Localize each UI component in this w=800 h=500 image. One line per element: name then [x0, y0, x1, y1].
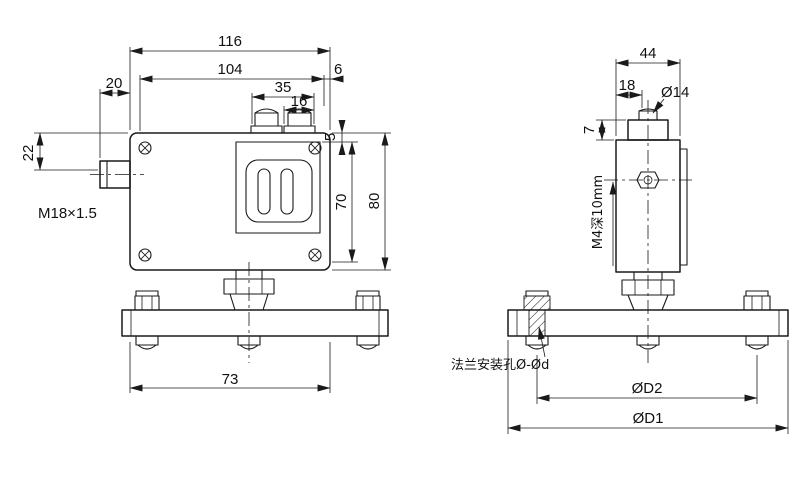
dim-7-label: 7 [581, 126, 598, 134]
flange-hole-note: 法兰安装孔Ø-Ød [451, 358, 549, 373]
corner-screws [138, 141, 322, 262]
dim-80-label: 80 [366, 193, 383, 210]
conduit-connector [90, 160, 144, 189]
dim-dia14-label: Ø14 [661, 84, 689, 101]
terminal-slot [257, 168, 271, 215]
dim-73-label: 73 [222, 371, 239, 388]
terminal-slot [280, 168, 294, 215]
dim-104-label: 104 [217, 61, 242, 78]
flange-bolt-right-front [355, 290, 381, 350]
terminal-window [235, 141, 321, 234]
dim-35-label: 35 [275, 79, 292, 96]
flange-bolt-left-front [134, 290, 160, 350]
dim-20-label: 20 [106, 75, 123, 92]
side-view: 44 18 Ø14 7 M4深10mm 法兰安装孔Ø-Ød ØD2 ØD1 [451, 45, 789, 434]
switch-body-outline [129, 132, 331, 271]
dim-d1-label: ØD1 [633, 410, 664, 427]
m4-tapped-hole-note: M4深10mm [591, 175, 606, 249]
mounting-flange-front [121, 309, 389, 337]
terminal-caps [250, 108, 316, 134]
front-view: 116 104 20 35 6 16 22 5 70 80 73 M18×1.5 [20, 33, 391, 393]
dim-70-label: 70 [333, 194, 350, 211]
dim-44-label: 44 [640, 45, 657, 62]
dim-18-label: 18 [619, 77, 636, 94]
dim-6-label: 6 [334, 61, 342, 78]
flange-bolt-right-side [743, 290, 771, 350]
dim-116-label: 116 [218, 33, 242, 50]
flange-bolt-left-side [523, 290, 551, 350]
dim-22-label: 22 [20, 145, 37, 162]
front-dimensions: 116 104 20 35 6 16 22 5 70 80 73 M18×1.5 [20, 33, 391, 393]
side-dimensions: 44 18 Ø14 7 M4深10mm 法兰安装孔Ø-Ød ØD2 ØD1 [451, 45, 789, 434]
side-back-plate [679, 148, 688, 266]
dim-d2-label: ØD2 [632, 380, 663, 397]
dim-5-label: 5 [322, 133, 339, 141]
thread-m18-label: M18×1.5 [38, 205, 97, 222]
dim-16-label: 16 [291, 93, 308, 110]
